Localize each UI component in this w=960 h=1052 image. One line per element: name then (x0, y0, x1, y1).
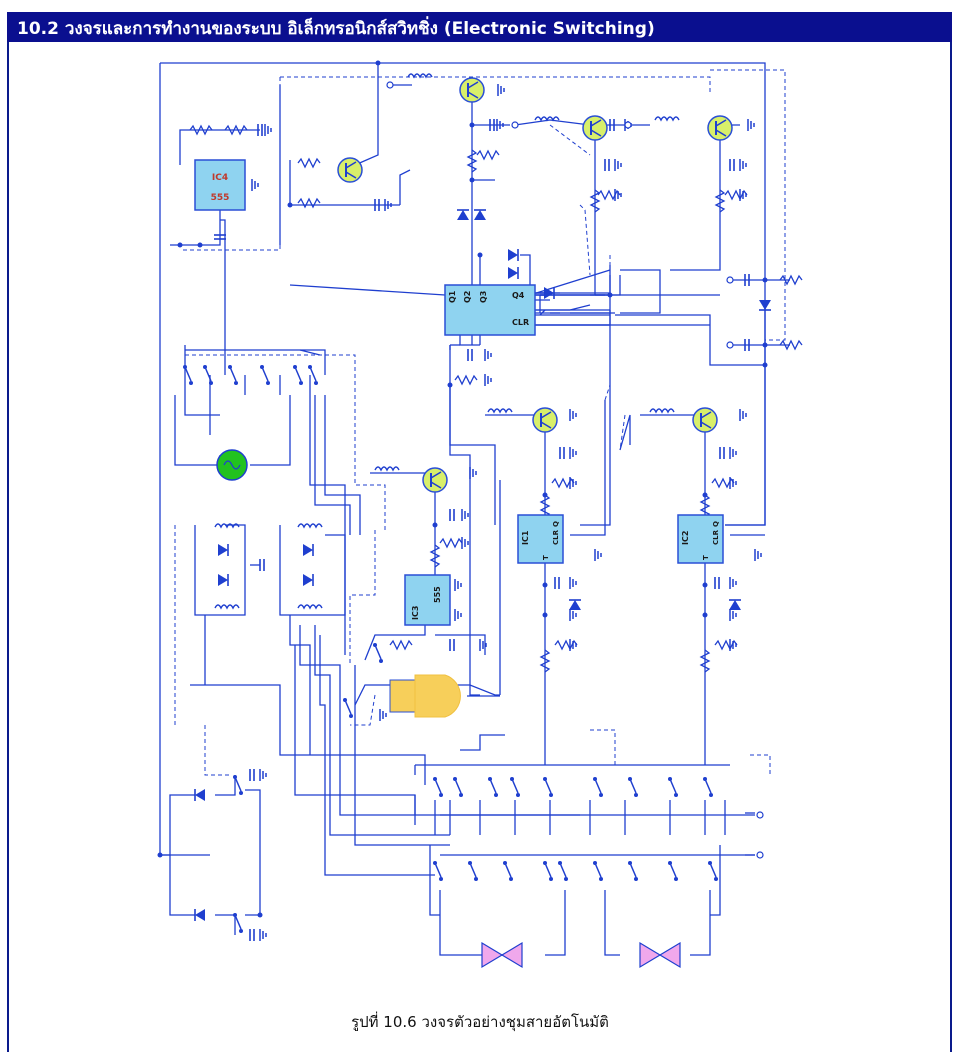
ground-group (251, 83, 762, 942)
and-gate (389, 674, 500, 718)
ic1-q: Q (552, 521, 560, 527)
counter-chip: Q1 Q2 Q3 Q4 CLR (444, 284, 536, 336)
ic2-label: IC2 (681, 531, 690, 545)
counter-q2: Q2 (463, 291, 472, 303)
ic3-chip: IC3 555 (404, 574, 451, 626)
ic1-clr: CLR (552, 529, 560, 545)
ic2-chip: IC2 T Q CLR (677, 514, 724, 564)
ic2-q: Q (712, 521, 720, 527)
ic2-clr: CLR (712, 529, 720, 545)
circuit-diagram: IC4 555 Q1 Q2 Q3 Q4 CLR IC1 T Q CLR IC2 … (150, 55, 810, 990)
page-frame (7, 12, 952, 1052)
ic4-chip: IC4 555 (194, 159, 246, 211)
ic1-label: IC1 (521, 530, 530, 545)
counter-clr: CLR (512, 318, 529, 327)
junction-group (157, 60, 768, 918)
ic1-chip: IC1 T Q CLR (517, 514, 564, 564)
ic2-t: T (702, 555, 710, 560)
capacitor-group (213, 118, 750, 942)
ic3-part: 555 (433, 586, 442, 603)
ic4-label: IC4 (212, 173, 228, 183)
terminal-group (386, 81, 764, 859)
ac-source (216, 449, 248, 481)
ic1-t: T (542, 555, 550, 560)
resistor-group (189, 125, 803, 673)
counter-q1: Q1 (448, 290, 457, 303)
ic4-part: 555 (211, 193, 230, 203)
counter-q4: Q4 (512, 291, 525, 300)
section-title: 10.2 วงจรและการทำงานของระบบ อิเล็กทรอนิก… (17, 19, 655, 39)
circuit-svg: IC4 555 Q1 Q2 Q3 Q4 CLR IC1 T Q CLR IC2 … (157, 60, 803, 969)
valve-right (639, 941, 681, 969)
figure-caption: รูปที่ 10.6 วงจรตัวอย่างชุมสายอัตโนมัติ (351, 1013, 609, 1031)
counter-q3: Q3 (479, 291, 488, 303)
ic3-label: IC3 (411, 606, 420, 620)
valve-left (481, 941, 523, 969)
section-header: 10.2 วงจรและการทำงานของระบบ อิเล็กทรอนิก… (7, 12, 952, 42)
